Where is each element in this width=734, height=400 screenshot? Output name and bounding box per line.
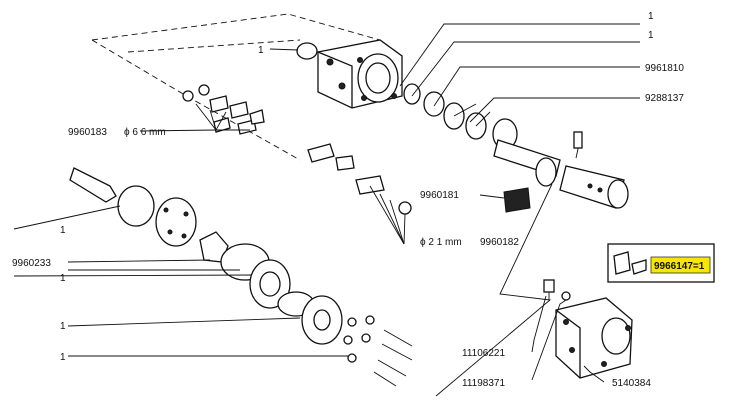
valve-housing bbox=[317, 39, 403, 109]
left-assembly bbox=[69, 167, 343, 345]
label-part-11198371: 11198371 bbox=[462, 378, 505, 389]
spring-pin bbox=[307, 143, 412, 215]
ball-cluster bbox=[139, 84, 265, 135]
label-left-qty-2: 1 bbox=[60, 273, 66, 284]
steering-unit-assembled bbox=[555, 297, 633, 379]
label-part-9288137: 9288137 bbox=[645, 93, 684, 104]
ring-stack bbox=[403, 83, 518, 150]
label-ball-set-size: ϕ 6 6 mm bbox=[124, 127, 166, 138]
label-top-qty-1: 1 bbox=[648, 11, 654, 22]
kit-inset bbox=[607, 243, 715, 283]
label-kit: 9966147=1 bbox=[654, 261, 705, 272]
label-part-9960182: 9960182 bbox=[480, 237, 519, 248]
label-left-qty-1: 1 bbox=[60, 225, 66, 236]
label-part-9960233: 9960233 bbox=[12, 258, 51, 269]
label-part-11106221: 11106221 bbox=[462, 348, 505, 359]
spool-sleeve bbox=[493, 131, 629, 209]
kit-highlight bbox=[650, 256, 711, 274]
label-left-qty-3: 1 bbox=[60, 321, 66, 332]
label-part-9960181: 9960181 bbox=[420, 190, 459, 201]
bolts-washers bbox=[343, 315, 413, 387]
unit-fasteners bbox=[543, 279, 571, 301]
label-small-ball-size: ϕ 2 1 mm bbox=[420, 237, 462, 248]
label-top-qty-2: 1 bbox=[648, 30, 654, 41]
label-seal-qty: 1 bbox=[258, 45, 264, 56]
centering-springs bbox=[479, 187, 531, 213]
label-part-9961810: 9961810 bbox=[645, 63, 684, 74]
leader-lines bbox=[13, 23, 640, 383]
label-part-5140384: 5140384 bbox=[612, 378, 651, 389]
label-ball-set: 9960183 bbox=[68, 127, 107, 138]
seal-ring bbox=[296, 42, 318, 60]
zigzag-separator bbox=[435, 183, 553, 397]
label-left-qty-4: 1 bbox=[60, 352, 66, 363]
